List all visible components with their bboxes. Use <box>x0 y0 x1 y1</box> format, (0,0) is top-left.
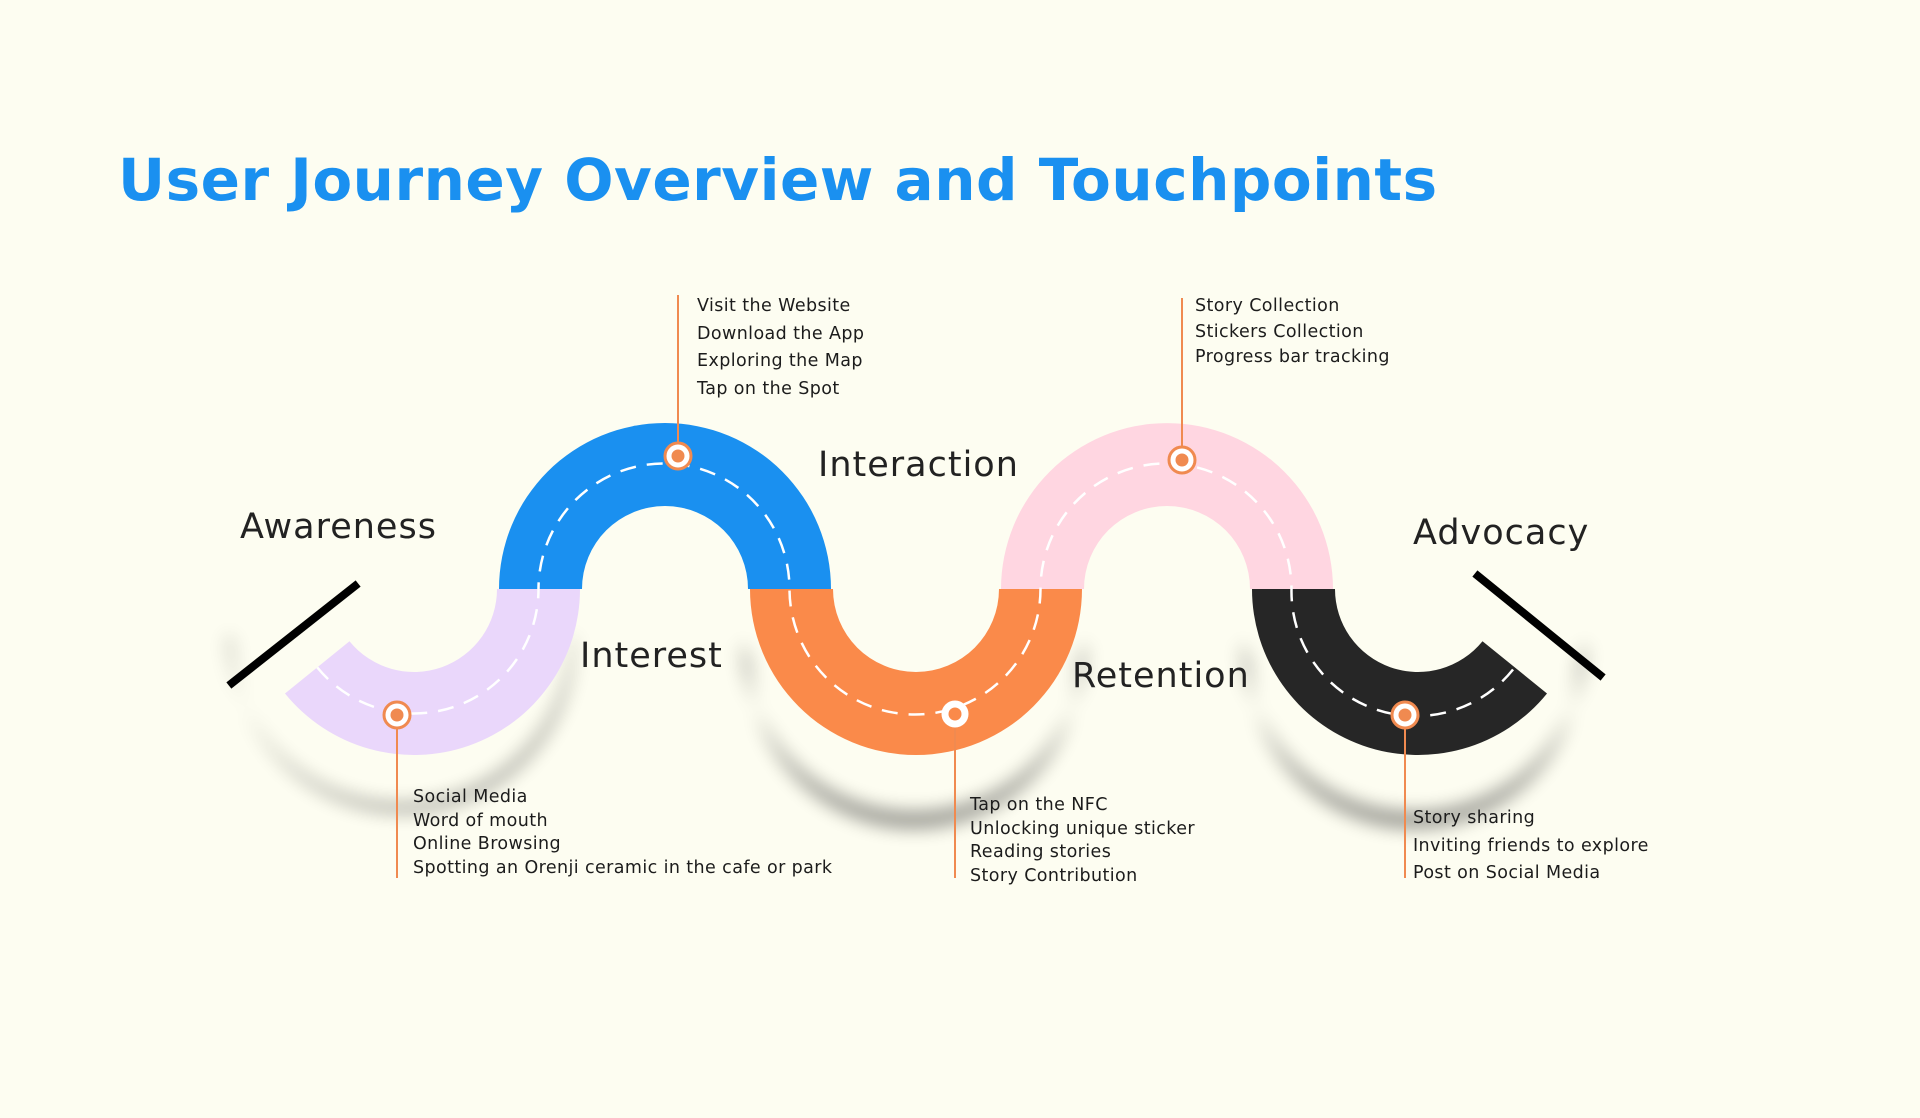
end-cap <box>1472 570 1606 681</box>
stage-labels: Awareness Interest Interaction Retention… <box>240 445 1589 696</box>
touchpoint-item: Visit the Website <box>697 296 851 316</box>
touchpoint-item: Stickers Collection <box>1195 321 1364 342</box>
touchpoint-item: Inviting friends to explore <box>1413 835 1649 856</box>
touchpoint-item: Online Browsing <box>413 834 562 854</box>
pin-interaction-icon <box>941 700 969 728</box>
touchpoints-interest: Visit the Website Download the App Explo… <box>697 293 864 403</box>
pin-awareness-icon <box>382 700 412 730</box>
touchpoint-item: Reading stories <box>970 842 1112 862</box>
stage-label-awareness: Awareness <box>240 507 437 547</box>
touchpoint-item: Download the App <box>697 323 865 344</box>
touchpoint-item: Spotting an Orenji ceramic in the cafe o… <box>413 857 833 878</box>
touchpoint-item: Story sharing <box>1413 808 1536 828</box>
stage-label-interaction: Interaction <box>818 445 1019 485</box>
touchpoint-item: Unlocking unique sticker <box>970 818 1195 839</box>
stage-label-advocacy: Advocacy <box>1413 513 1589 553</box>
touchpoint-item: Story Contribution <box>970 865 1138 886</box>
page-title: User Journey Overview and Touchpoints <box>118 146 1438 214</box>
touchpoint-item: Tap on the NFC <box>970 795 1108 815</box>
touchpoint-item: Post on Social Media <box>1413 863 1601 883</box>
road-segments <box>284 423 1548 755</box>
touchpoint-item: Word of mouth <box>413 810 548 831</box>
segment-advocacy <box>1252 589 1548 755</box>
road-center-dashes <box>316 462 1516 718</box>
segment-retention <box>1001 423 1333 589</box>
pin-markers <box>382 441 1420 730</box>
road-end-caps <box>226 570 1606 689</box>
segment-interest <box>499 423 831 589</box>
touchpoints-retention: Story Collection Stickers Collection Pro… <box>1195 294 1390 371</box>
start-cap <box>226 580 361 689</box>
connectors <box>396 295 1406 878</box>
pin-advocacy-icon <box>1390 700 1420 730</box>
pin-interest-icon <box>663 441 693 471</box>
touchpoint-item: Exploring the Map <box>697 351 863 371</box>
segment-interaction <box>750 589 1082 755</box>
stage-label-retention: Retention <box>1072 656 1250 696</box>
segment-awareness <box>284 589 580 755</box>
touchpoint-item: Story Collection <box>1195 296 1340 316</box>
touchpoints-interaction: Tap on the NFC Unlocking unique sticker … <box>970 794 1195 888</box>
stage-label-interest: Interest <box>580 636 723 676</box>
touchpoints-advocacy: Story sharing Inviting friends to explor… <box>1413 805 1649 888</box>
touchpoint-item: Social Media <box>413 787 528 807</box>
pin-retention-icon <box>1167 445 1197 475</box>
touchpoint-item: Progress bar tracking <box>1195 347 1390 367</box>
touchpoint-item: Tap on the Spot <box>697 378 840 399</box>
touchpoints-awareness: Social Media Word of mouth Online Browsi… <box>413 786 832 880</box>
